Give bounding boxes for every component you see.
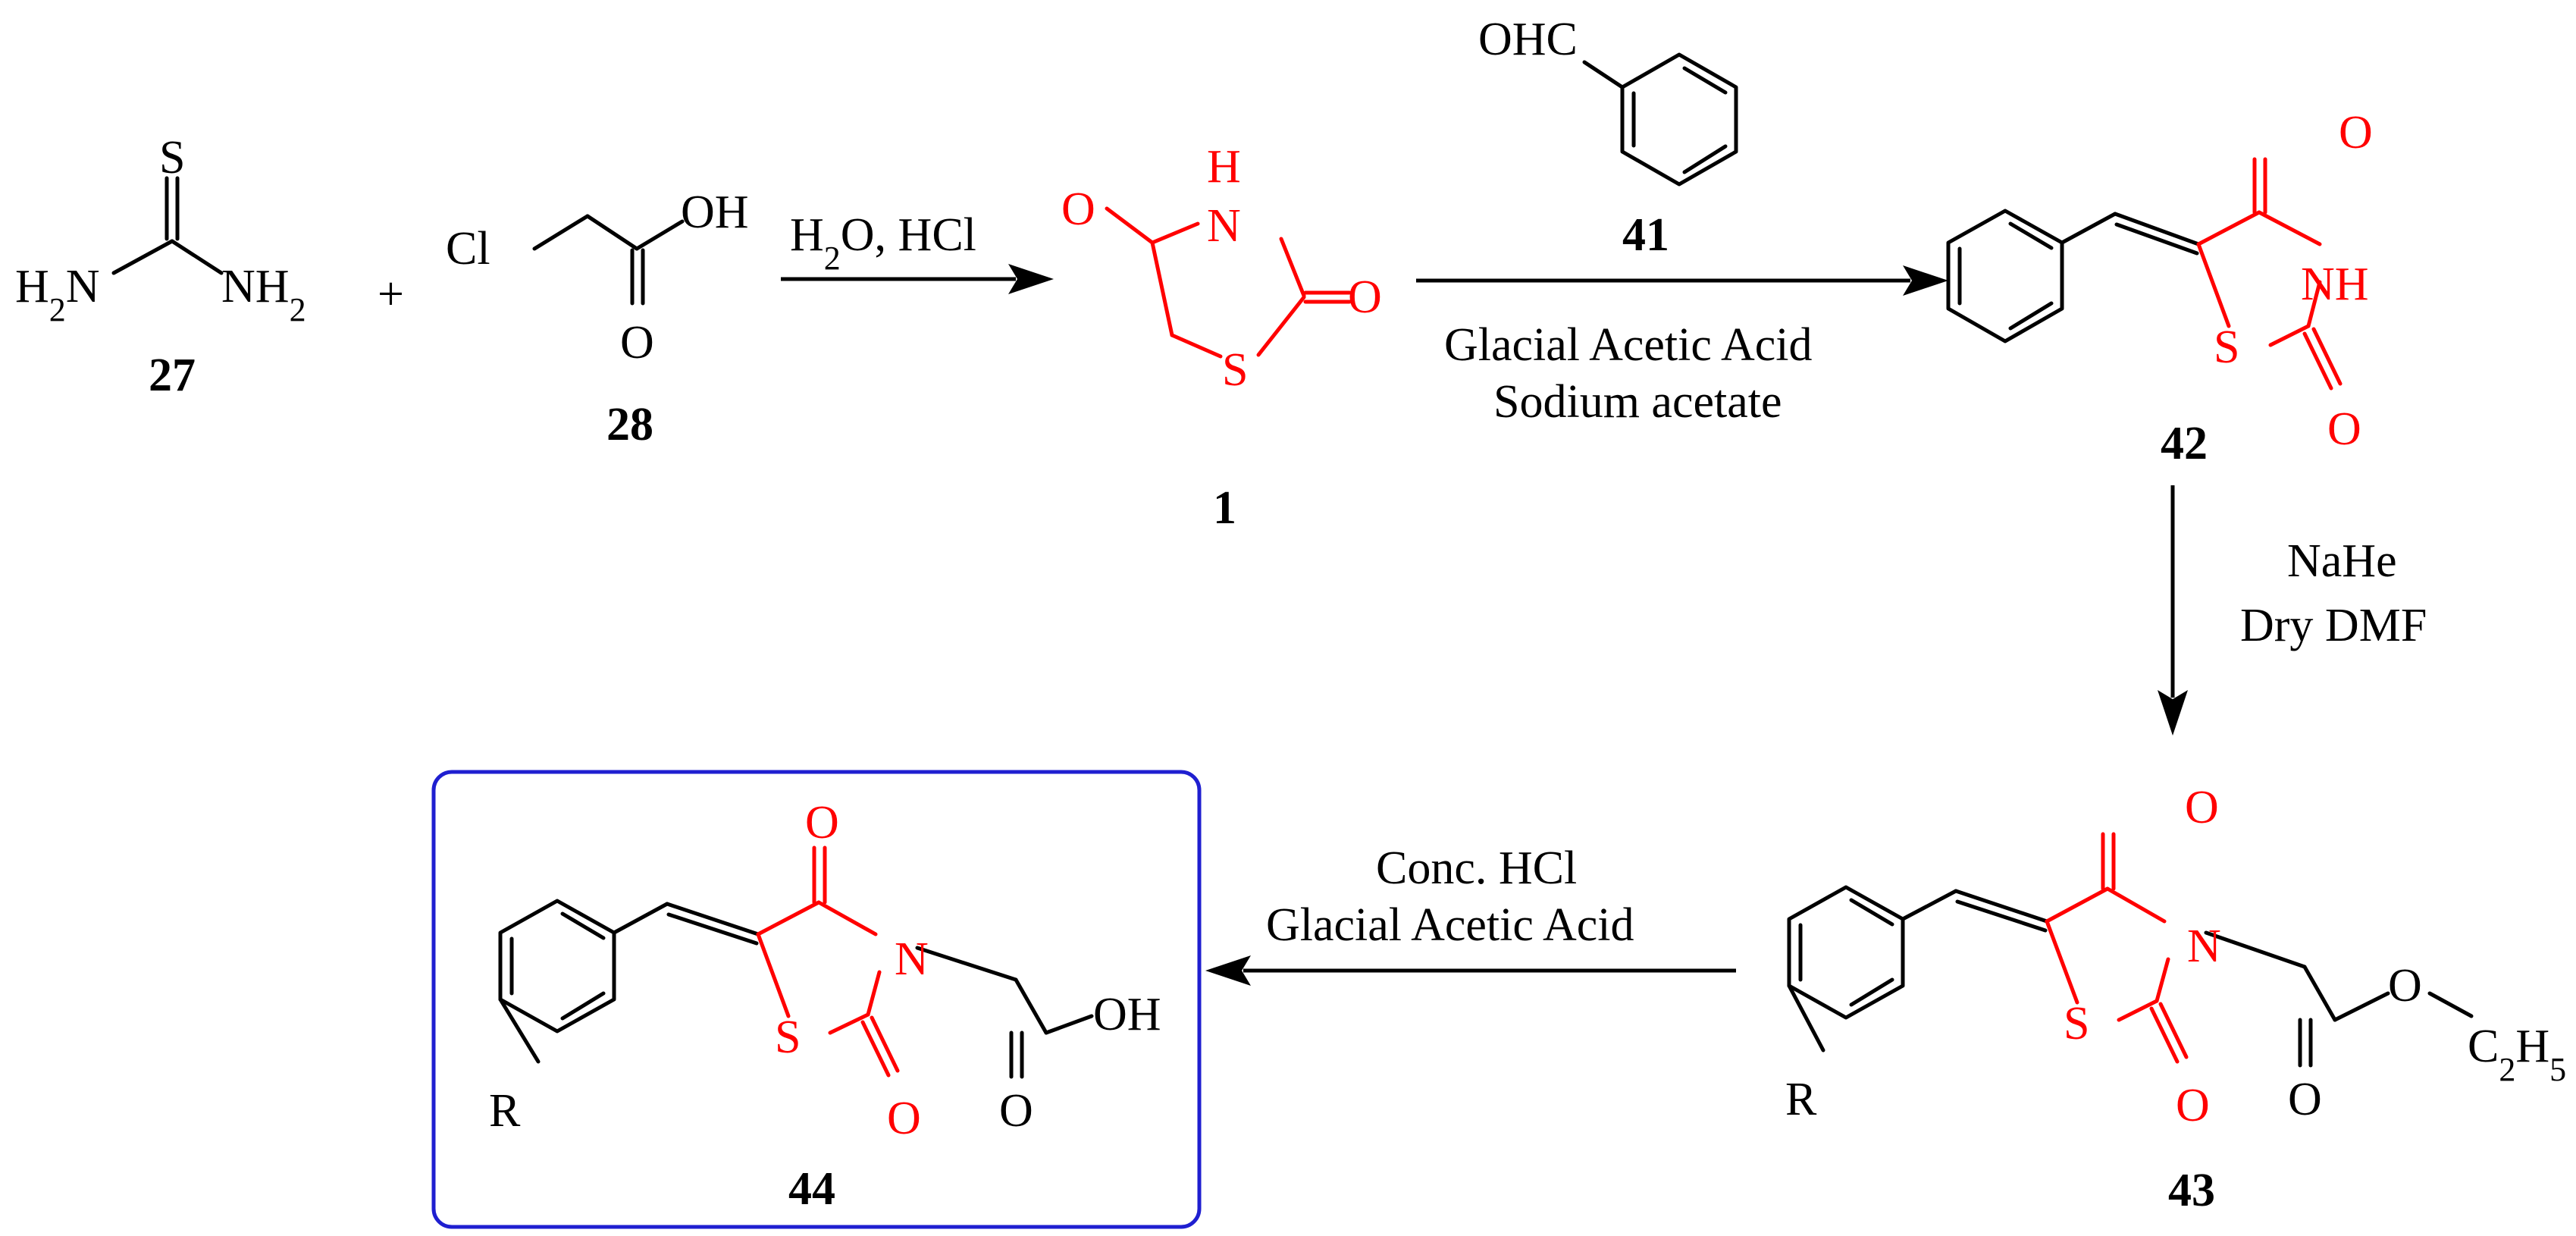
compound-43-o-bottom: O <box>2176 1080 2210 1131</box>
compound-42-s: S <box>2214 322 2239 373</box>
compound-44-o-bottom: O <box>887 1093 921 1144</box>
compound-number-44: 44 <box>788 1163 835 1215</box>
compound-number-41: 41 <box>1622 209 1669 261</box>
condition-step1: H2O, HCl <box>790 209 976 277</box>
condition-step3-line1: NaHe <box>2287 535 2397 587</box>
compound-42-o-top: O <box>2339 107 2373 158</box>
compound-42-o-bottom: O <box>2327 403 2361 455</box>
condition-step3-line2: Dry DMF <box>2240 600 2427 651</box>
compound-42-nh: NH <box>2301 259 2369 310</box>
tzd-n-label: N <box>1207 200 1241 252</box>
compound-44-s: S <box>775 1012 801 1063</box>
tzd-o-right-label: O <box>1348 271 1382 323</box>
condition-step2-line2: Sodium acetate <box>1493 376 1782 428</box>
compound-44-oh: OH <box>1093 989 1161 1040</box>
condition-step4-line1: Conc. HCl <box>1376 842 1577 894</box>
compound-44-r: R <box>489 1085 521 1137</box>
compound-27-thiourea: S H2N NH2 27 <box>15 132 306 401</box>
compound-number-28: 28 <box>606 399 653 450</box>
chloroacetic-oh-label: OH <box>681 187 749 238</box>
chloroacetic-o-label: O <box>620 317 654 369</box>
compound-43-c2h5: C2H5 <box>2468 1021 2566 1088</box>
compound-44-acid-box: R O N S O O OH 44 <box>431 770 1202 1229</box>
compound-43-o-ether: O <box>2388 960 2422 1012</box>
tzd-s-label: S <box>1222 344 1248 396</box>
reaction-arrow-3: NaHe Dry DMF <box>2158 485 2427 736</box>
thiourea-nh2-left: H2N <box>15 261 100 328</box>
compound-number-42: 42 <box>2161 418 2208 469</box>
compound-43-ester: R O N S O O O C2H5 43 <box>1785 782 2566 1216</box>
compound-43-n: N <box>2187 921 2221 972</box>
compound-43-o-top: O <box>2185 782 2219 833</box>
condition-step4-line2: Glacial Acetic Acid <box>1266 899 1634 951</box>
tzd-h-label: H <box>1207 141 1241 193</box>
compound-44-o-top: O <box>805 797 839 849</box>
reaction-arrow-2: Glacial Acetic Acid Sodium acetate <box>1416 265 1948 428</box>
thiourea-s-label: S <box>159 132 185 184</box>
benzaldehyde-ohc-label: OHC <box>1478 14 1578 65</box>
chloroacetic-cl-label: Cl <box>446 223 490 274</box>
compound-44-n: N <box>895 933 929 985</box>
reaction-arrow-1: H2O, HCl <box>781 209 1054 294</box>
compound-43-r: R <box>1785 1074 1817 1125</box>
compound-28-chloroacetic-acid: Cl OH O 28 <box>446 187 749 450</box>
compound-1-thiazolidinedione: H N O O S 1 <box>1061 141 1382 534</box>
compound-number-43: 43 <box>2168 1165 2215 1216</box>
compound-number-1: 1 <box>1213 482 1236 534</box>
compound-number-27: 27 <box>149 350 196 401</box>
tzd-o-left-label: O <box>1061 184 1095 235</box>
thiourea-nh2-right: NH2 <box>221 261 306 328</box>
condition-step2-line1: Glacial Acetic Acid <box>1444 319 1812 371</box>
compound-43-s: S <box>2064 998 2089 1049</box>
compound-41-benzaldehyde: OHC 41 <box>1478 14 1738 261</box>
compound-44-o-carbonyl: O <box>999 1085 1033 1137</box>
reaction-arrow-4: Conc. HCl Glacial Acetic Acid <box>1205 842 1736 986</box>
highlight-box <box>431 770 1202 1229</box>
plus-sign: + <box>378 268 404 320</box>
compound-43-o-carbonyl: O <box>2288 1074 2322 1125</box>
compound-42-benzylidene-tzd: O NH S O 42 <box>1946 107 2373 469</box>
